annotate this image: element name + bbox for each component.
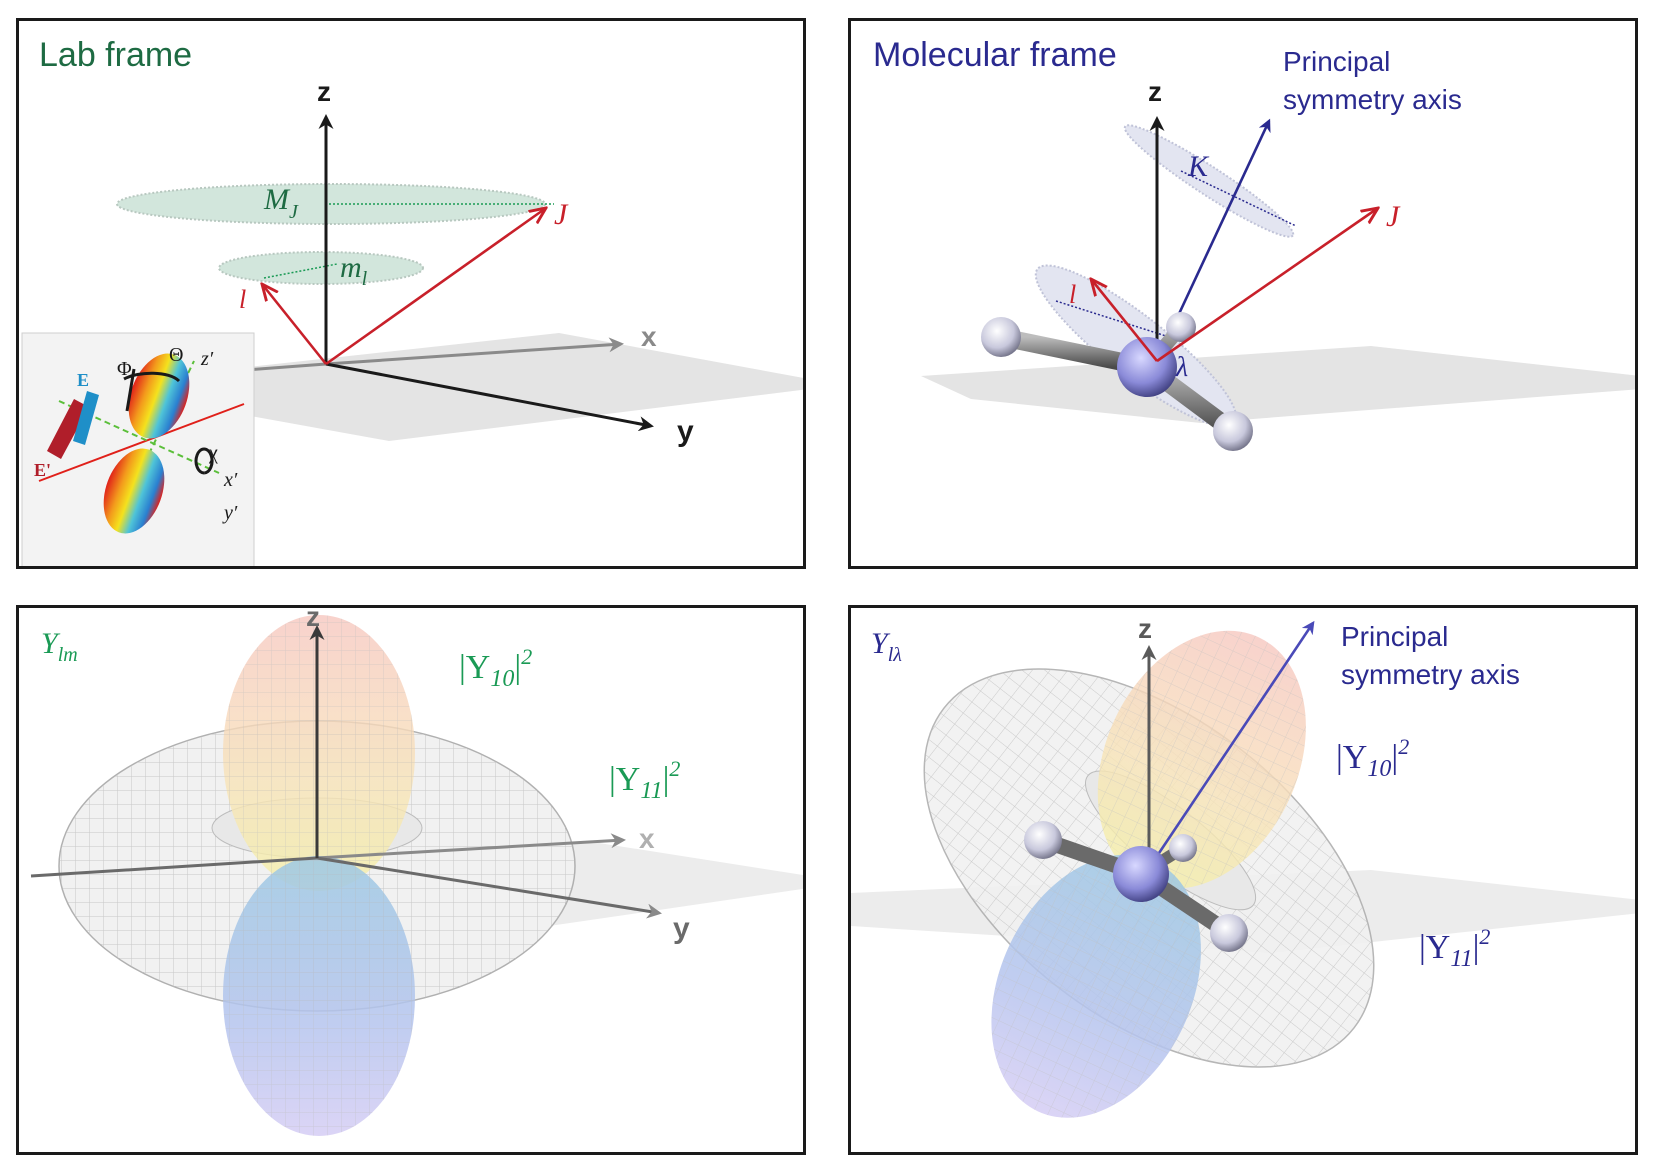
hydrogen-atom-2	[1213, 411, 1253, 451]
z-axis-label: z	[1138, 613, 1152, 644]
inset-e-prime-arrow	[47, 399, 89, 459]
inset-e-label: E	[77, 370, 89, 390]
hydrogen-atom-3	[1169, 834, 1197, 862]
k-projection	[1180, 170, 1297, 227]
y10-label: |Y10|2	[459, 644, 532, 692]
y-axis-label: y	[673, 912, 690, 945]
hydrogen-atom-1	[1024, 821, 1062, 859]
xy-plane	[921, 346, 1635, 423]
l-vector	[1091, 279, 1159, 362]
y-axis	[325, 362, 654, 432]
z-axis-label: z	[1148, 76, 1162, 107]
y10-lower-lobe-mesh	[991, 854, 1201, 1118]
y10-upper-lobe-mesh	[223, 615, 415, 891]
panel-title: Lab frame	[39, 36, 192, 74]
principal-axis-vector	[1147, 620, 1315, 869]
panel-title: Ylm	[41, 627, 78, 666]
hydrogen-atom-2	[1210, 914, 1248, 952]
inset-e-arrow	[73, 391, 99, 445]
y-axis-label: y	[677, 415, 694, 448]
inset-phi-arrow	[123, 371, 181, 383]
l-vector	[262, 284, 328, 365]
yllambda-panel: Ylλ z Principal symmetry axis |Y10|2 |Y1…	[848, 605, 1638, 1155]
inset-x-prime-label: x′	[223, 469, 238, 491]
principal-axis-label-line2: symmetry axis	[1283, 84, 1462, 115]
ylm-panel: Ylm z x y |Y10|2 |Y11|2	[16, 605, 806, 1155]
j-vector	[325, 208, 546, 366]
x-axis-back	[30, 856, 318, 878]
lab-frame-panel: Lab frame z x y J l MJ ml Φ Θ z′ χ x′ y′…	[16, 18, 806, 569]
l-label: l	[1069, 280, 1076, 309]
inset-z-prime-label: z′	[200, 348, 214, 370]
k-precession-disk	[1123, 124, 1295, 238]
inset-lower-lobe	[103, 448, 165, 534]
lambda-label: λ	[1175, 352, 1188, 383]
inset-euler-angles: Φ Θ z′ χ x′ y′ E E'	[21, 332, 255, 566]
principal-axis-label-line1: Principal	[1283, 46, 1390, 77]
inset-chi-arrow	[194, 447, 214, 475]
central-atom	[1117, 337, 1177, 397]
inset-chi-label: χ	[208, 442, 218, 464]
z-axis-label-text: z	[306, 608, 320, 632]
y11-label: |Y11|2	[1419, 924, 1490, 972]
j-label: J	[554, 198, 569, 231]
z-axis-label: z	[317, 76, 331, 107]
y-axis	[316, 856, 662, 919]
yllambda-diagram: Ylλ z Principal symmetry axis |Y10|2 |Y1…	[851, 613, 1635, 1118]
y11-label: |Y11|2	[609, 756, 680, 804]
principal-axis-label-line1: Principal	[1341, 621, 1448, 652]
hydrogen-atom-3	[1166, 312, 1196, 342]
x-axis-label: x	[641, 321, 657, 352]
molecular-frame-panel: Molecular frame Principal symmetry axis …	[848, 18, 1638, 569]
lambda-projection	[1055, 300, 1167, 337]
inset-phi-label: Φ	[117, 358, 132, 380]
inset-red-axis-1	[38, 403, 245, 482]
ml-precession-disk	[218, 251, 424, 285]
hydrogen-atom-1	[981, 317, 1021, 357]
y10-label: |Y10|2	[1336, 734, 1409, 782]
x-axis	[325, 337, 624, 366]
inset-theta-label: Θ	[169, 344, 183, 366]
j-vector	[1156, 208, 1378, 363]
central-atom	[1113, 846, 1169, 902]
molecular-frame-diagram: Molecular frame Principal symmetry axis …	[873, 36, 1635, 451]
ylm-diagram: Ylm z x y |Y10|2 |Y11|2	[30, 608, 803, 1136]
inset-y-prime-label: y′	[222, 502, 238, 524]
k-label: K	[1187, 150, 1210, 183]
ml-label: ml	[340, 251, 368, 290]
j-label: J	[1386, 200, 1401, 233]
x-axis	[316, 833, 626, 860]
panel-title: Ylλ	[871, 627, 902, 666]
y10-lower-lobe-mesh	[223, 856, 415, 1136]
molecule-model	[1024, 821, 1248, 952]
mj-label: MJ	[263, 183, 299, 223]
panel-title: Molecular frame	[873, 36, 1117, 74]
lab-frame-diagram: Lab frame z x y J l MJ ml Φ Θ z′ χ x′ y′…	[21, 36, 803, 566]
molecule-model	[981, 312, 1253, 451]
xy-plane	[139, 333, 803, 441]
x-axis-label: x	[639, 823, 655, 854]
l-label: l	[239, 285, 246, 314]
principal-axis-label-line2: symmetry axis	[1341, 659, 1520, 690]
inset-e-prime-label: E'	[34, 460, 51, 480]
